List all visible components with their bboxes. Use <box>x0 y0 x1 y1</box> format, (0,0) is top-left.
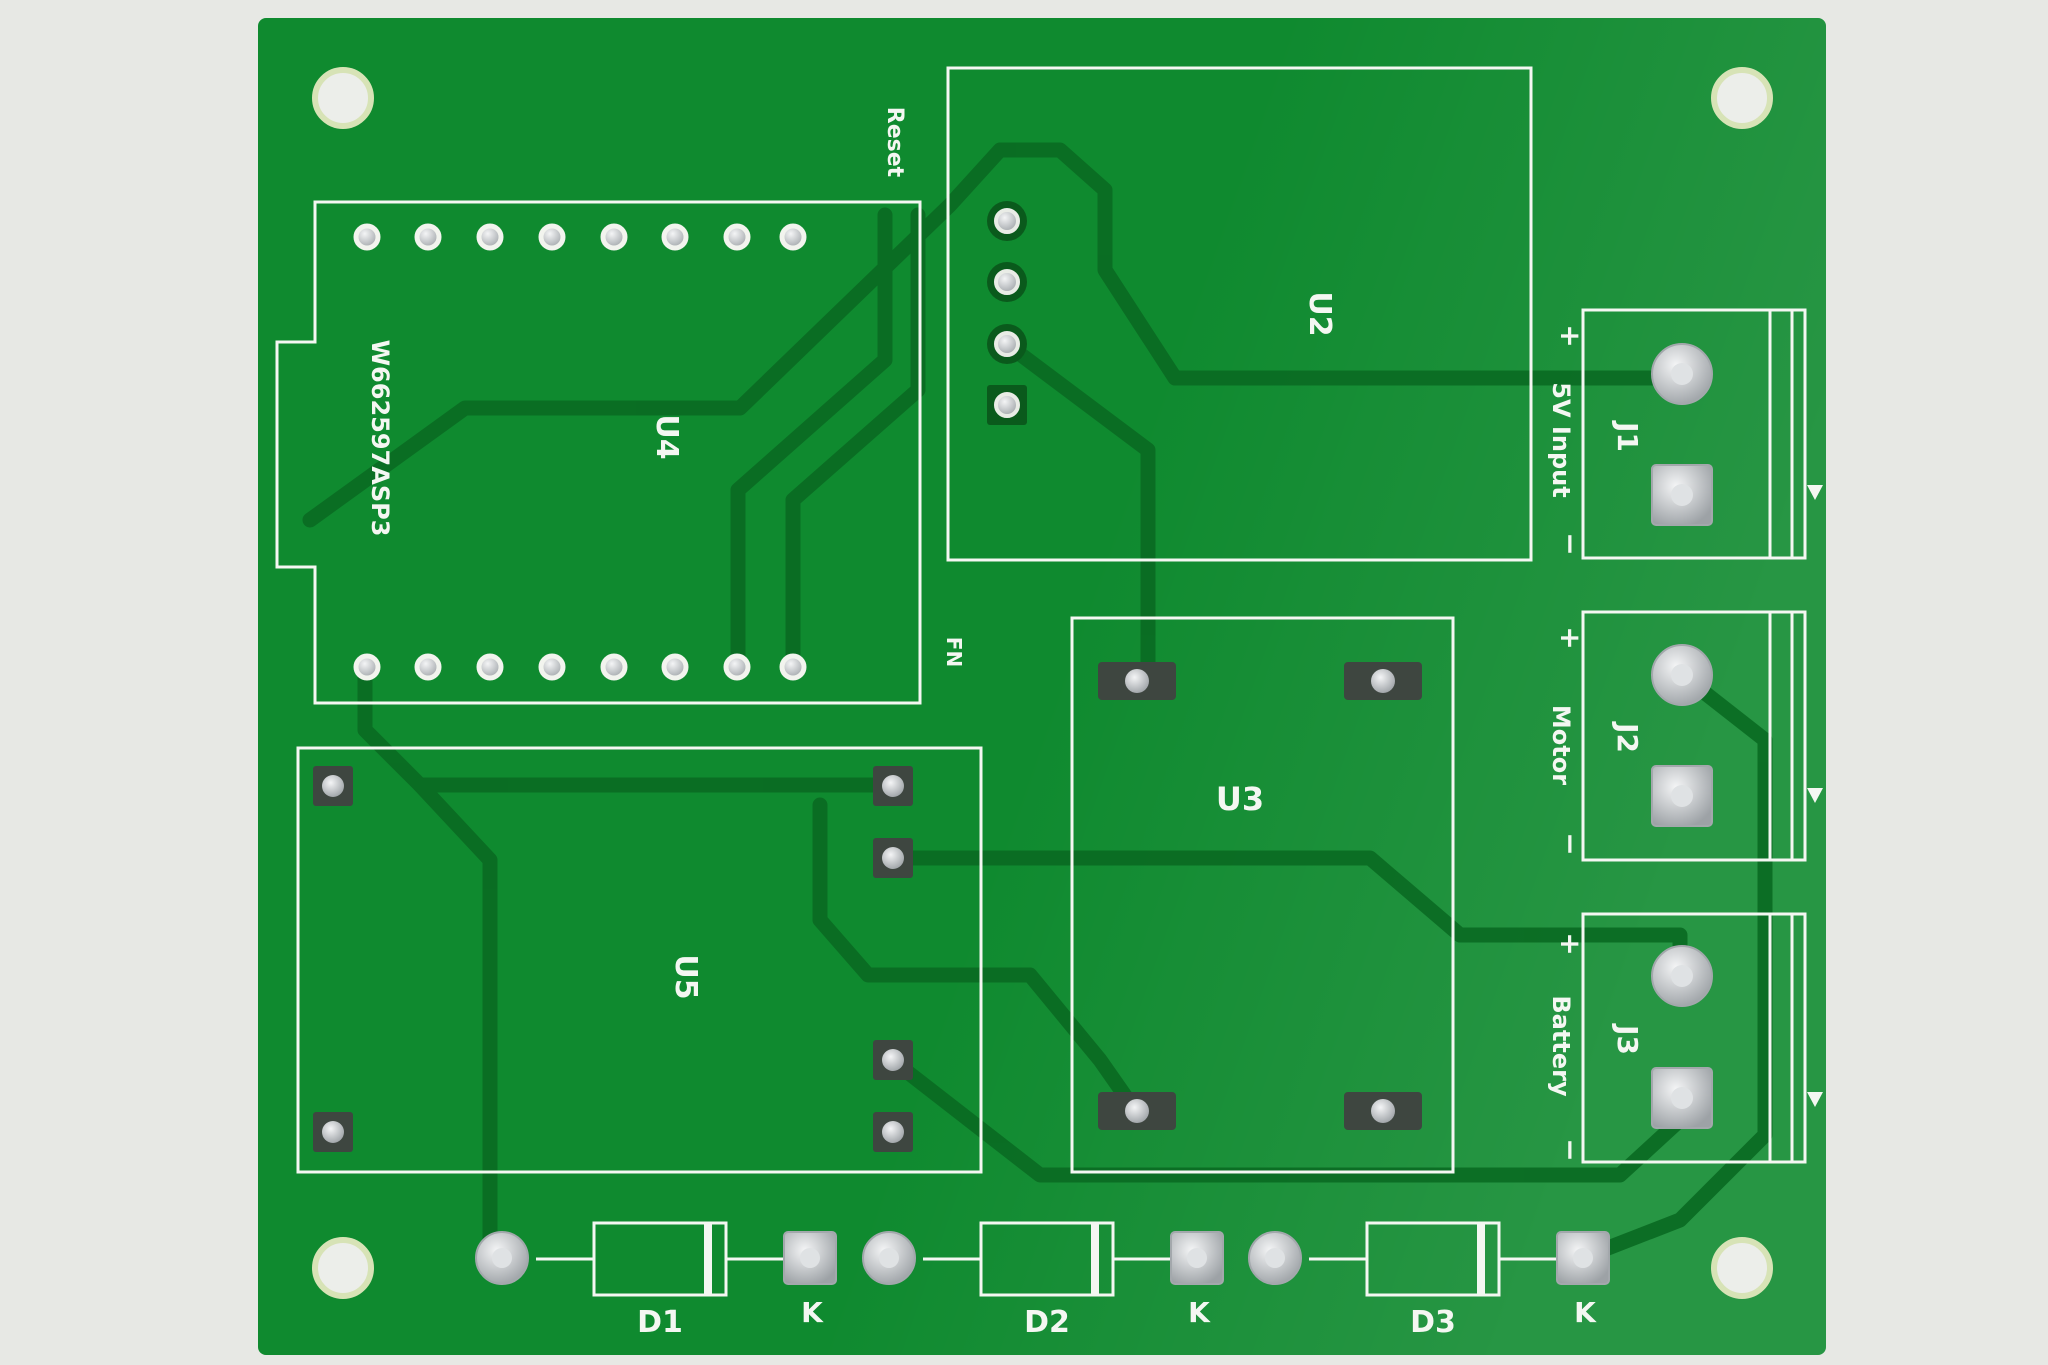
j3-description: Battery <box>1547 995 1575 1097</box>
trace <box>1582 667 1773 1263</box>
j2-label: J2 <box>1611 721 1644 753</box>
diode-cathode-bands <box>704 1223 1485 1295</box>
d1-label: D1 <box>637 1305 683 1340</box>
j3-outline-detail <box>1768 914 1794 1162</box>
j3-minus: − <box>1554 1138 1587 1161</box>
j1-outline-detail <box>1768 310 1794 558</box>
d2-cathode-label: K <box>1188 1296 1211 1329</box>
trace <box>785 207 926 673</box>
j3-plus: + <box>1554 932 1587 955</box>
trace <box>730 207 893 673</box>
copper-traces <box>302 142 1773 1263</box>
j2-plus: + <box>1554 626 1587 649</box>
connector-pin1-markers <box>1807 485 1823 1107</box>
fn-label: FN <box>942 637 966 667</box>
trace <box>357 660 900 793</box>
u3-pads <box>1098 662 1422 1130</box>
u2-pins <box>987 201 1027 425</box>
u4-pins <box>353 223 807 681</box>
d3-cathode-label: K <box>1574 1296 1597 1329</box>
u2-label: U2 <box>1302 291 1337 336</box>
j1-plus: + <box>1554 324 1587 347</box>
j1-minus: − <box>1554 532 1587 555</box>
j3-label: J3 <box>1611 1023 1644 1055</box>
u3-label: U3 <box>1216 780 1264 818</box>
trace <box>412 777 498 1263</box>
reset-label: Reset <box>882 107 907 178</box>
trace <box>1000 337 1156 683</box>
d2-cathode-band <box>1091 1223 1099 1295</box>
u5-pads <box>313 766 913 1152</box>
j1-pin1-marker <box>1807 485 1823 500</box>
silkscreen-outlines <box>275 66 1807 1297</box>
j2-pin1-marker <box>1807 788 1823 803</box>
mounting-hole <box>1711 1237 1773 1299</box>
u5-outline <box>296 746 983 1174</box>
d1-cathode-band <box>704 1223 712 1295</box>
u2-outline <box>946 66 1533 562</box>
mounting-hole <box>312 1237 374 1299</box>
j2-outline <box>1581 610 1807 862</box>
u5-label: U5 <box>668 954 703 999</box>
circuit-board: U2 U3 U4 U5 J1 J2 J3 W662597ASP3 Reset F… <box>258 18 1826 1355</box>
mounting-hole <box>312 67 374 129</box>
d3-cathode-band <box>1477 1223 1485 1295</box>
silkscreen-text: U2 U3 U4 U5 J1 J2 J3 W662597ASP3 Reset F… <box>366 107 1644 1340</box>
connector-pads <box>1651 343 1713 1129</box>
j2-minus: − <box>1554 832 1587 855</box>
mounting-hole <box>1711 67 1773 129</box>
d3-label: D3 <box>1410 1305 1456 1340</box>
u4-label: U4 <box>649 414 684 459</box>
j1-outline <box>1581 308 1807 560</box>
trace <box>302 142 1688 528</box>
j1-description: 5V Input <box>1547 382 1575 497</box>
u4-outline <box>275 200 922 705</box>
mounting-holes <box>312 67 1773 1299</box>
u3-outline <box>1070 616 1455 1174</box>
u4-part-number: W662597ASP3 <box>366 340 394 537</box>
j3-outline <box>1581 912 1807 1164</box>
j2-outline-detail <box>1768 612 1794 860</box>
trace <box>812 797 1143 1118</box>
j2-description: Motor <box>1547 705 1575 785</box>
d2-label: D2 <box>1024 1305 1070 1340</box>
diode-pads <box>475 1231 1610 1285</box>
d1-cathode-label: K <box>801 1296 824 1329</box>
j3-pin1-marker <box>1807 1092 1823 1107</box>
j1-label: J1 <box>1611 420 1644 452</box>
